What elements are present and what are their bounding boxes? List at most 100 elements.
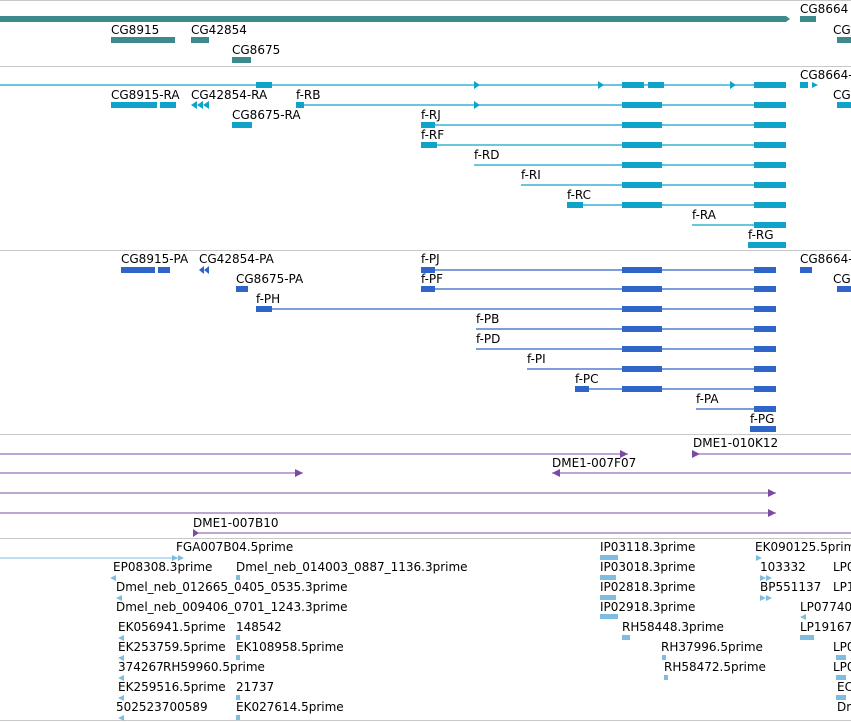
est-label-ek259516[interactable]: EK259516.5prime [118, 680, 226, 694]
protein-label-f-pd[interactable]: f-PD [476, 332, 500, 346]
protein-label-f-ph[interactable]: f-PH [256, 292, 280, 306]
protein-cg-partial-exon[interactable] [837, 286, 851, 292]
protein-f-pi-exon-2[interactable] [754, 366, 776, 372]
clone-track[interactable]: DME1-010K12 DME1-007F07 DME1-007B10 [0, 436, 851, 537]
protein-label-f-pg[interactable]: f-PG [750, 412, 774, 426]
transcript-f-rb-exon-2[interactable] [622, 102, 662, 108]
est-label-ip03118[interactable]: IP03118.3prime [600, 540, 695, 554]
transcript-f-rb-exon-3[interactable] [754, 102, 786, 108]
est-label-374267[interactable]: 374267 [118, 660, 164, 674]
est-label-lp1[interactable]: LP1 [833, 580, 851, 594]
protein-f-pg-exon[interactable] [750, 426, 776, 432]
clone-label-dme1-010k12[interactable]: DME1-010K12 [693, 436, 778, 450]
transcript-label-f-rd[interactable]: f-RD [474, 148, 499, 162]
est-ek027614-mark[interactable] [236, 715, 240, 720]
est-rh58472-mark[interactable] [664, 675, 668, 680]
transcript-f-rj-exon-1[interactable] [421, 122, 435, 128]
est-label-lp0-b[interactable]: LP0 [833, 640, 851, 654]
est-label-ek090125[interactable]: EK090125.5prime [755, 540, 851, 554]
est-label-lp0-c[interactable]: LP0 [833, 660, 851, 674]
est-ip02918-mark[interactable] [600, 614, 618, 619]
gene-cg8675-span[interactable] [232, 57, 251, 63]
transcript-f-ri-exon-1[interactable] [622, 182, 662, 188]
est-label-ep08308[interactable]: EP08308.3prime [113, 560, 212, 574]
est-374267-mark[interactable] [118, 675, 124, 681]
est-label-rh37996[interactable]: RH37996.5prime [661, 640, 763, 654]
transcript-long-exon-1[interactable] [256, 82, 272, 88]
protein-f-pc-exon-1[interactable] [575, 386, 589, 392]
protein-f-pc-exon-2[interactable] [622, 386, 662, 392]
gene-cg-partial-span[interactable] [837, 37, 851, 43]
protein-label-f-pb[interactable]: f-PB [476, 312, 499, 326]
protein-label-cg-partial[interactable]: CG [833, 272, 851, 286]
est-ip03118-mark[interactable] [600, 555, 618, 560]
gene-cg42854-span[interactable] [191, 37, 209, 43]
transcript-cg8675-ra-exon[interactable] [232, 122, 252, 128]
est-label-lp07740[interactable]: LP07740 [800, 600, 851, 614]
gene-label-cg8664[interactable]: CG8664 [800, 2, 848, 16]
protein-cg8915-pa-exon[interactable] [121, 267, 155, 273]
est-label-ip02818[interactable]: IP02818.3prime [600, 580, 695, 594]
gene-cg8915-span[interactable] [111, 37, 175, 43]
est-ip03018-mark[interactable] [600, 575, 616, 580]
protein-f-pj-exon-3[interactable] [754, 267, 776, 273]
est-label-dmel-012665[interactable]: Dmel_neb_012665_0405_0535.3prime [116, 580, 348, 594]
transcript-label-cg8915-ra[interactable]: CG8915-RA [111, 88, 180, 102]
est-ek056941-mark[interactable] [118, 635, 124, 641]
est-ep08308-mark[interactable] [110, 575, 116, 581]
protein-label-cg8664[interactable]: CG8664- [800, 252, 851, 266]
est-lp0-mark-1[interactable] [836, 655, 846, 660]
gene-label-cg8915[interactable]: CG8915 [111, 23, 159, 37]
transcript-cg8915-ra-exon[interactable] [111, 102, 157, 108]
est-label-lp0-a[interactable]: LP0 [833, 560, 851, 574]
est-label-dmel-014003[interactable]: Dmel_neb_014003_0887_1136.3prime [236, 560, 468, 574]
transcript-label-f-rb[interactable]: f-RB [296, 88, 320, 102]
est-dmel-014003-mark[interactable] [236, 575, 240, 580]
transcript-long-exon-2[interactable] [622, 82, 644, 88]
transcript-track[interactable]: CG8664- CG8915-RA CG42854-RA f-RB CG8675… [0, 68, 851, 248]
est-ek108958-mark[interactable] [236, 655, 240, 660]
est-bp551137-mark-2[interactable] [766, 595, 772, 601]
transcript-label-f-rj[interactable]: f-RJ [421, 108, 441, 122]
protein-label-f-pa[interactable]: f-PA [696, 392, 719, 406]
est-label-ek253759[interactable]: EK253759.5prime [118, 640, 226, 654]
est-label-ek108958[interactable]: EK108958.5prime [236, 640, 344, 654]
est-21737-mark[interactable] [236, 695, 240, 700]
est-502523700589-mark[interactable] [118, 715, 124, 721]
gene-label-cg-partial[interactable]: CG [833, 23, 851, 37]
protein-f-pj-exon-1[interactable] [421, 267, 435, 273]
transcript-f-rf-exon-3[interactable] [754, 142, 786, 148]
est-dmel-012665-mark[interactable] [116, 595, 122, 601]
transcript-f-ra-exon[interactable] [754, 222, 786, 228]
est-ek253759-mark[interactable] [118, 655, 124, 661]
transcript-cg8664-exon[interactable] [800, 82, 808, 88]
est-lp19167-mark[interactable] [800, 635, 814, 640]
est-label-103332[interactable]: 103332 [760, 560, 806, 574]
est-label-rh58448[interactable]: RH58448.3prime [622, 620, 724, 634]
est-label-rh58472[interactable]: RH58472.5prime [664, 660, 766, 674]
est-bp551137-mark-1[interactable] [760, 595, 766, 601]
protein-label-f-pj[interactable]: f-PJ [421, 252, 440, 266]
transcript-label-cg42854-ra[interactable]: CG42854-RA [191, 88, 268, 102]
protein-f-ph-exon-2[interactable] [622, 306, 662, 312]
protein-label-cg8675-pa[interactable]: CG8675-PA [236, 272, 304, 286]
est-label-rh59960[interactable]: RH59960.5prime [163, 660, 265, 674]
est-label-fga007b04[interactable]: FGA007B04.5prime [176, 540, 293, 554]
protein-f-pj-exon-2[interactable] [622, 267, 662, 273]
transcript-label-f-rf[interactable]: f-RF [421, 128, 444, 142]
transcript-f-rd-exon-2[interactable] [754, 162, 786, 168]
transcript-label-f-rg[interactable]: f-RG [748, 228, 774, 242]
est-rh37996-mark[interactable] [662, 655, 666, 660]
gene-track[interactable]: CG8664 CG8915 CG42854 CG8675 CG [0, 2, 851, 63]
transcript-label-f-ra[interactable]: f-RA [692, 208, 717, 222]
protein-f-pf-exon-2[interactable] [622, 286, 662, 292]
gene-label-cg42854[interactable]: CG42854 [191, 23, 247, 37]
est-ek259516-mark[interactable] [118, 695, 124, 701]
transcript-f-rd-exon-1[interactable] [622, 162, 662, 168]
est-label-ec[interactable]: EC [837, 680, 851, 694]
clone-label-dme1-007b10[interactable]: DME1-007B10 [193, 516, 279, 530]
est-lp07740-mark[interactable] [800, 614, 806, 620]
est-label-dm[interactable]: Dm [837, 700, 851, 714]
est-label-148542[interactable]: 148542 [236, 620, 282, 634]
transcript-f-ri-exon-2[interactable] [754, 182, 786, 188]
